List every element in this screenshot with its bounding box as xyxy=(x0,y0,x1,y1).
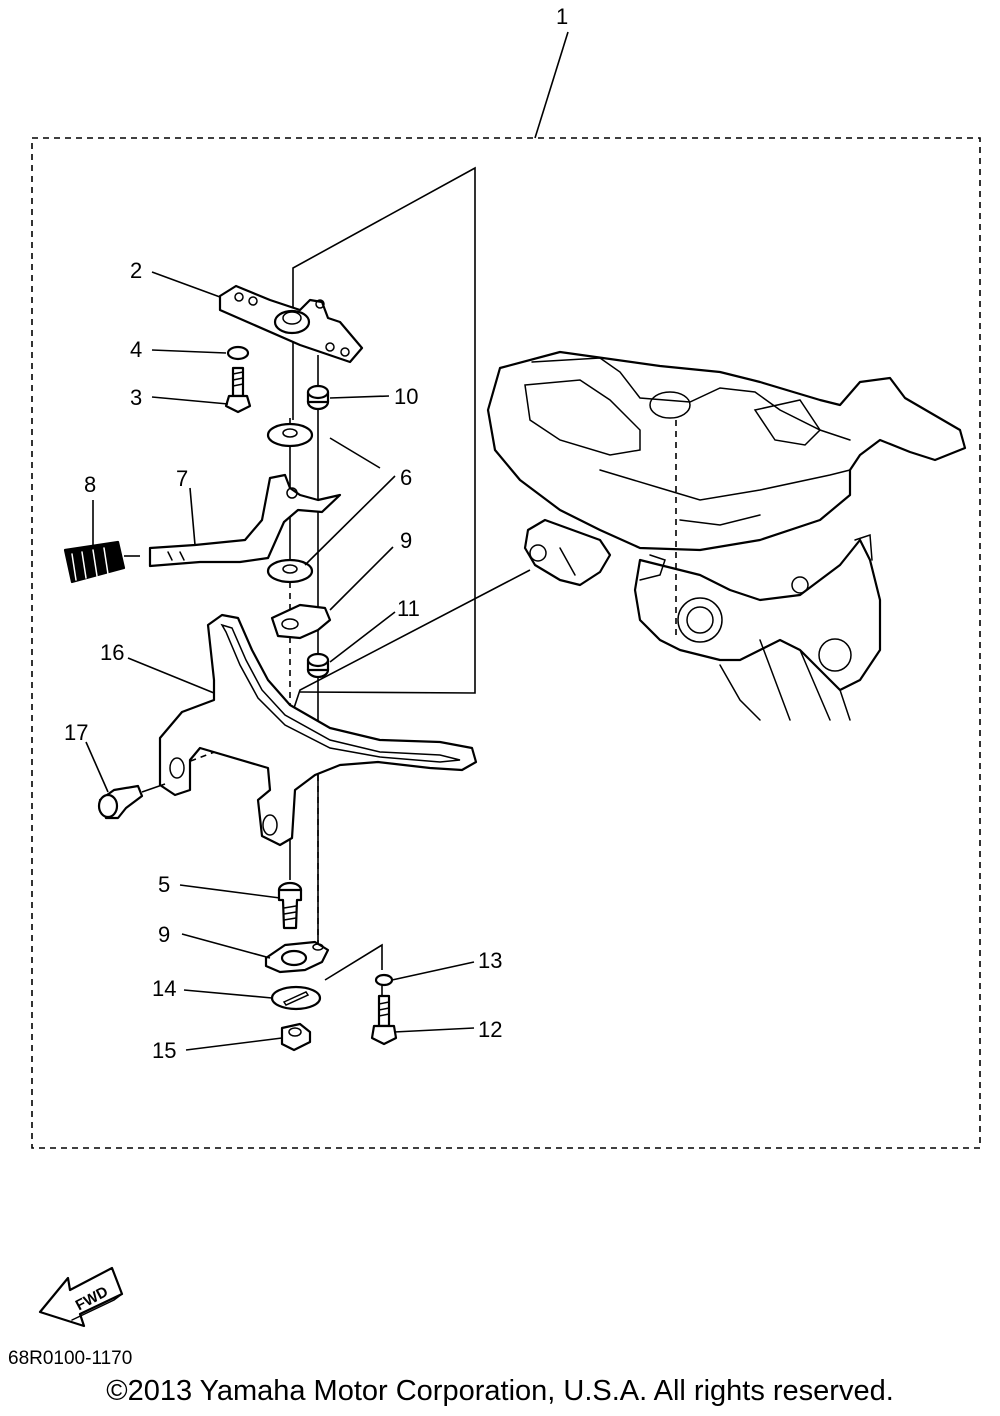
callout-5: 5 xyxy=(158,872,170,897)
callout-6: 6 xyxy=(400,465,412,490)
part-9-stop-plate-lower xyxy=(264,940,330,974)
callout-16: 16 xyxy=(100,640,124,665)
part-4-washer xyxy=(226,345,250,361)
part-16-bracket xyxy=(158,613,478,847)
part-5-bolt xyxy=(277,881,303,930)
callout-labels: 1 2 3 4 5 6 7 8 9 9 10 11 12 13 14 15 16… xyxy=(64,4,568,1063)
part-2-plate xyxy=(218,284,364,364)
assembly-boundary xyxy=(31,137,981,1149)
part-14-washer xyxy=(270,985,322,1011)
callout-3: 3 xyxy=(130,385,142,410)
part-11-collar xyxy=(306,652,330,679)
callout-10: 10 xyxy=(394,384,418,409)
callout-17: 17 xyxy=(64,720,88,745)
callout-2: 2 xyxy=(130,258,142,283)
callout-7: 7 xyxy=(176,466,188,491)
part-9-stop-plate-upper xyxy=(270,603,332,640)
callout-14: 14 xyxy=(152,976,176,1001)
callout-11: 11 xyxy=(397,596,420,621)
callout-15: 15 xyxy=(152,1038,176,1063)
engine-bracket-housing xyxy=(486,350,967,721)
callout-leaders xyxy=(85,271,475,1051)
callout-9-lower: 9 xyxy=(158,922,170,947)
part-7-lever xyxy=(148,473,342,568)
callout-1: 1 xyxy=(556,4,568,29)
part-10-collar xyxy=(306,384,330,411)
part-3-bolt xyxy=(224,366,252,414)
fwd-arrow-icon: FWD xyxy=(38,1266,124,1328)
callout-8: 8 xyxy=(84,472,96,497)
part-15-nut xyxy=(280,1022,312,1052)
callout-12: 12 xyxy=(478,1017,502,1042)
callout-13: 13 xyxy=(478,948,502,973)
part-8-grip xyxy=(63,540,140,584)
callout-9-upper: 9 xyxy=(400,528,412,553)
part-17-screw xyxy=(97,783,166,820)
part-13-washer xyxy=(374,973,394,987)
copyright-notice: ©2013 Yamaha Motor Corporation, U.S.A. A… xyxy=(106,1375,894,1407)
drawing-code: 68R0100-1170 xyxy=(8,1348,133,1369)
part-12-bolt xyxy=(370,994,398,1046)
part-6-washers xyxy=(266,422,314,584)
callout-4: 4 xyxy=(130,337,142,362)
